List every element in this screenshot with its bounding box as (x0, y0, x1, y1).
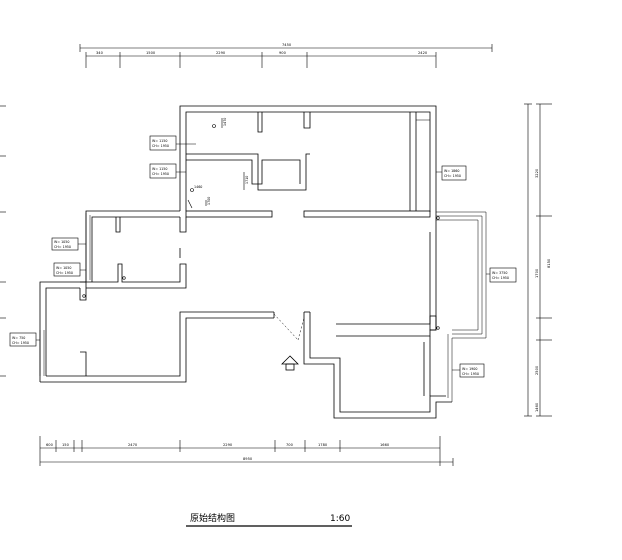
interior-walls (79, 112, 437, 396)
small-dimension-4: 1460 (194, 185, 202, 189)
drawing-scale: 1:60 (330, 514, 350, 524)
window-tag-1-width: W= 1150 (152, 139, 167, 143)
right-dimension-4: 1460 (535, 402, 539, 412)
window-tag-4-width: W= 1050 (56, 266, 71, 270)
top-dimension-3: 2290 (216, 51, 226, 55)
entrance-arrow-icon (281, 355, 299, 371)
small-dimension-3: 1700 (207, 197, 211, 205)
bottom-dimension-5: 700 (286, 443, 294, 447)
window-tag-3: W= 1050 CH= 1950 (51, 237, 86, 251)
window-tag-6: W= 1860 CH= 1950 (436, 165, 467, 181)
window-tag-1: W= 1150 CH= 1950 (149, 135, 196, 151)
top-dimension-chain (79, 44, 493, 68)
fixtures (82, 118, 440, 330)
right-total-dimension: 8150 (547, 258, 551, 268)
top-dimension-4: 900 (279, 51, 287, 55)
window-tag-2-height: CH= 1950 (152, 172, 169, 176)
small-dimension-1: 1470 (223, 118, 227, 126)
window-tag-2-width: W= 1150 (152, 167, 167, 171)
drawing-title: 原始结构图 (190, 512, 235, 524)
bottom-total-dimension: 8950 (243, 457, 253, 461)
door-swing (273, 313, 305, 341)
bottom-dimension-6: 1780 (318, 443, 328, 447)
top-dimension-1: 340 (96, 51, 104, 55)
window-tag-4-height: CH= 1950 (56, 271, 73, 275)
window-tag-5-width: W= 750 (12, 336, 25, 340)
window-tag-7-height: CH= 1950 (492, 276, 509, 280)
window-frames (39, 119, 487, 402)
right-dimension-1: 3220 (535, 168, 539, 178)
top-total-dimension: 7450 (282, 43, 292, 47)
window-tag-1-height: CH= 1950 (152, 144, 169, 148)
window-tag-6-height: CH= 1950 (444, 174, 461, 178)
right-dimension-2: 1700 (535, 268, 539, 278)
window-tag-4: W= 1050 CH= 1950 (53, 262, 86, 277)
right-dimension-3: 2500 (535, 365, 539, 375)
bottom-dimension-3: 2470 (128, 443, 138, 447)
window-tag-6-width: W= 1860 (444, 169, 459, 173)
top-dimension-2: 1500 (146, 51, 156, 55)
window-tag-3-width: W= 1050 (54, 240, 69, 244)
bottom-dimension-2: 150 (62, 443, 70, 447)
window-tag-8: W= 1900 CH= 1950 (452, 363, 485, 378)
exterior-walls (39, 105, 452, 419)
window-tag-5-height: CH= 1950 (12, 341, 29, 345)
window-tag-7: W= 3750 CH= 1950 (486, 267, 517, 283)
right-dimension-chain (524, 103, 552, 417)
left-dimension-ticks (0, 105, 6, 377)
top-dimension-5: 2420 (418, 51, 428, 55)
window-tag-5: W= 750 CH= 1950 (9, 332, 40, 347)
bottom-dimension-chain (39, 436, 454, 466)
window-tag-8-height: CH= 1950 (462, 372, 479, 376)
bottom-dimension-1: 600 (46, 443, 54, 447)
window-tag-3-height: CH= 1950 (54, 245, 71, 249)
small-dimension-2: 1710 (245, 176, 249, 184)
window-tag-2: W= 1150 CH= 1950 (149, 163, 186, 179)
window-tag-8-width: W= 1900 (462, 367, 477, 371)
window-tag-7-width: W= 3750 (492, 271, 507, 275)
bottom-dimension-4: 2290 (223, 443, 233, 447)
bottom-dimension-7: 1660 (380, 443, 390, 447)
